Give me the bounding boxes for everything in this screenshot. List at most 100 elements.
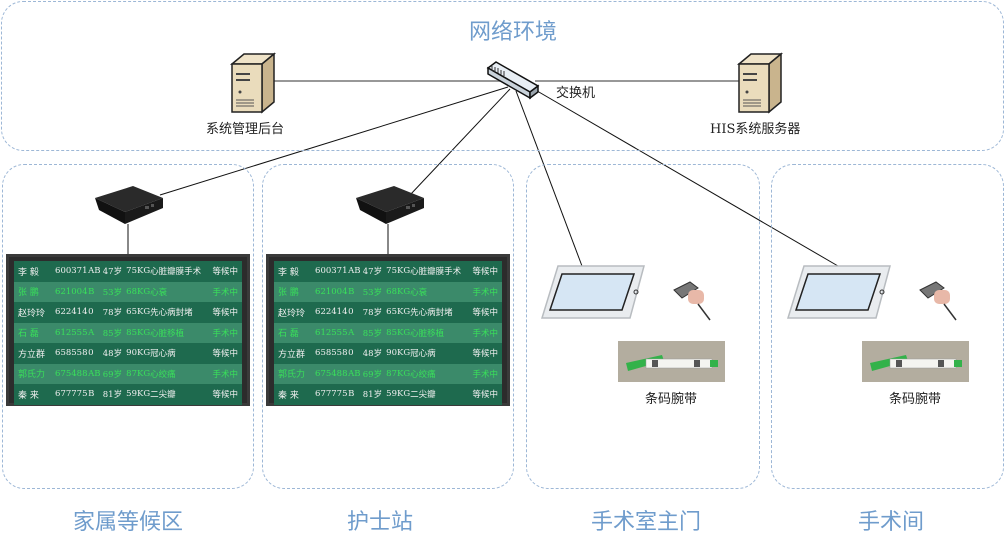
- barcode-wristband-image: [618, 341, 725, 382]
- blood-type: AB: [88, 266, 101, 277]
- surgery-status: 等候中: [472, 267, 498, 278]
- patient-weight: 90KG: [386, 348, 411, 359]
- surgery-status: 等候中: [472, 349, 498, 360]
- his-server-icon: [736, 52, 784, 114]
- surgery-status: 等候中: [212, 390, 238, 401]
- diagnosis: 二尖瓣: [410, 390, 436, 401]
- surgery-status: 手术中: [212, 369, 238, 380]
- zone-title-ordoor: 手术室主门: [590, 510, 701, 535]
- zone-operating-room: [771, 164, 1004, 489]
- his-server-label: HIS系统服务器: [710, 122, 801, 137]
- patient-id: 621004: [55, 286, 88, 297]
- wristband-label: 条码腕带: [645, 392, 698, 407]
- admin-server-icon: [229, 52, 277, 114]
- patient-age: 81岁: [102, 390, 123, 401]
- patient-age: 48岁: [362, 349, 383, 360]
- patient-age: 53岁: [362, 287, 383, 298]
- patient-age: 81岁: [362, 390, 383, 401]
- blood-type: 0: [88, 307, 94, 318]
- admin-server-label: 系统管理后台: [206, 122, 285, 137]
- diagnosis: 心脏瓣膜手术: [150, 267, 202, 278]
- diagnosis: 心脏瓣膜手术: [410, 267, 462, 278]
- zone-operating-room-main-door: [526, 164, 760, 489]
- patient-weight: 75KG: [126, 266, 151, 277]
- patient-name: 张 鹏: [18, 288, 39, 299]
- diagnosis: 心衰: [150, 287, 168, 298]
- patient-id: 622414: [315, 307, 348, 318]
- patient-id: 622414: [55, 307, 88, 318]
- diagnosis: 冠心病: [410, 349, 436, 360]
- zone-title-nurse: 护士站: [346, 510, 413, 535]
- media-box-icon: [95, 186, 163, 224]
- tablet-terminal-icon: [786, 265, 891, 319]
- blood-type: B: [88, 286, 95, 297]
- patient-name: 方立群: [278, 349, 306, 360]
- patient-age: 78岁: [102, 308, 123, 319]
- blood-type: AB: [88, 368, 101, 379]
- patient-id: 600371: [55, 266, 88, 277]
- patient-name: 石 磊: [18, 329, 39, 340]
- patient-name: 郭氏力: [278, 370, 306, 381]
- patient-age: 47岁: [362, 267, 383, 278]
- barcode-scanner-icon: [919, 281, 957, 321]
- surgery-status: 等候中: [212, 267, 238, 278]
- patient-id: 675488: [315, 368, 348, 379]
- patient-age: 69岁: [362, 369, 383, 380]
- wristband-label: 条码腕带: [889, 392, 942, 407]
- blood-type: B: [88, 389, 95, 400]
- patient-weight: 90KG: [126, 348, 151, 359]
- patient-id: 677775: [55, 389, 88, 400]
- link-switch-tablet2: [531, 87, 839, 267]
- blood-type: 0: [348, 307, 354, 318]
- patient-weight: 59KG: [386, 389, 411, 400]
- patient-id: 658558: [315, 348, 348, 359]
- patient-name: 方立群: [18, 349, 46, 360]
- patient-weight: 85KG: [126, 327, 151, 338]
- surgery-status: 等候中: [472, 390, 498, 401]
- zone-nurse-station: [262, 164, 514, 489]
- diagnosis: 先心病封堵: [410, 308, 453, 319]
- zone-family-waiting-area: [2, 164, 254, 489]
- blood-type: B: [348, 286, 355, 297]
- patient-weight: 85KG: [386, 327, 411, 338]
- surgery-status: 手术中: [472, 328, 498, 339]
- patient-name: 李 毅: [18, 267, 39, 278]
- patient-weight: 65KG: [126, 307, 151, 318]
- link-switch-box2: [409, 88, 511, 196]
- diagnosis: 冠心病: [150, 349, 176, 360]
- patient-age: 47岁: [102, 267, 123, 278]
- patient-name: 李 毅: [278, 267, 299, 278]
- patient-id: 675488: [55, 368, 88, 379]
- blood-type: A: [348, 327, 355, 338]
- patient-id: 677775: [315, 389, 348, 400]
- patient-age: 48岁: [102, 349, 123, 360]
- patient-name: 赵玲玲: [18, 308, 46, 319]
- barcode-wristband-image: [862, 341, 969, 382]
- barcode-scanner-icon: [673, 281, 711, 321]
- surgery-status: 手术中: [472, 369, 498, 380]
- patient-name: 秦 来: [18, 390, 39, 401]
- diagnosis: 心脏移植: [150, 328, 185, 339]
- patient-id: 600371: [315, 266, 348, 277]
- network-environment-panel: [1, 1, 1004, 151]
- network-switch-icon: [486, 61, 540, 100]
- zone-title-or: 手术间: [857, 510, 924, 535]
- blood-type: AB: [348, 368, 361, 379]
- patient-age: 53岁: [102, 287, 123, 298]
- blood-type: B: [348, 389, 355, 400]
- patient-id: 658558: [55, 348, 88, 359]
- patient-name: 张 鹏: [278, 288, 299, 299]
- patient-name: 秦 来: [278, 390, 299, 401]
- patient-age: 69岁: [102, 369, 123, 380]
